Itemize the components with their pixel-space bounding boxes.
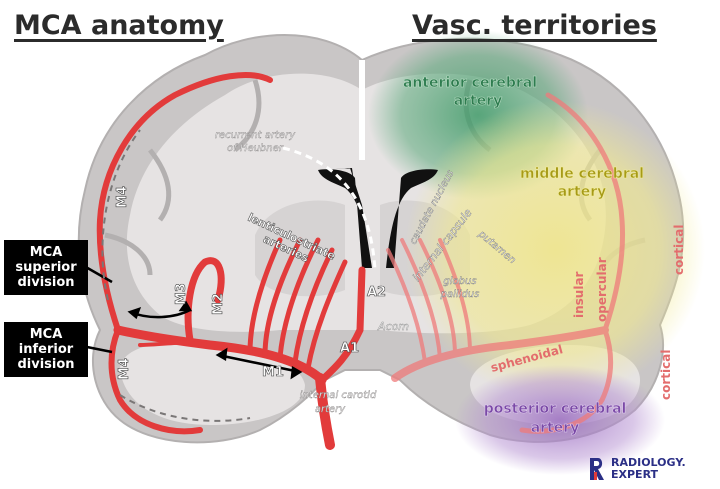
label-aca-line2: artery [454,93,503,109]
m1-arrowhead-left [215,347,228,362]
lenticulostriate-4 [292,247,335,365]
m4-superior-guide [101,129,141,301]
mca-territory [405,100,705,400]
segment-arrows [127,300,303,380]
label-m4-lower: M4 [117,358,132,380]
lenticulostriate-1 [247,237,283,355]
label-globus-line2: pallidus [440,289,480,300]
label-m3: M3 [174,283,189,305]
left-lateral-ventricle-body [318,169,370,268]
callout-mca-superior-division: MCA superior division [4,240,88,295]
label-pca-line1: posterior cerebral [484,401,627,417]
label-opercular: opercular [595,257,609,322]
callout-mca-inferior-division: MCA inferior division [4,322,88,377]
label-cortical-upper: cortical [672,225,686,275]
label-mca-line1: middle cerebral [520,166,644,182]
label-insular: insular [572,271,586,318]
logo-line-2: EXPERT [611,468,659,481]
label-aca-line1: anterior cerebral [403,75,537,91]
title-mca-anatomy: MCA anatomy [14,10,224,41]
title-vascular-territories: Vasc. territories [412,10,657,41]
m1-arrowhead-right [290,365,303,380]
label-cortical-lower: cortical [659,350,673,400]
label-m1: M1 [262,365,284,380]
lenticulostriate-3 [277,237,321,361]
m1-arrow-line [217,353,301,374]
label-acom: Acom [377,320,409,333]
logo-r-icon [590,458,604,480]
lenticulostriate-2 [262,237,303,358]
label-ica-line2: artery [315,404,346,415]
label-a1: A1 [340,341,359,356]
label-mca-line2: artery [558,184,607,200]
radiology-expert-logo: RADIOLOGY. EXPERT [588,456,686,482]
m4-inferior-guide [119,394,251,422]
gyrus-fold [233,79,262,152]
label-ica-line1: internal carotid [300,390,377,401]
label-m2: M2 [211,293,226,315]
gyrus-fold [148,148,172,222]
label-recurrent-artery-line2: of Heubner [227,143,284,154]
recurrent-artery-path [282,146,377,271]
pca-territory [455,365,665,475]
label-m4-upper: M4 [115,186,130,208]
label-globus-line1: globus [443,276,476,287]
a1-segment [318,266,366,384]
lenticulostriate-5 [305,259,348,371]
m3-inferior [138,340,207,347]
label-a2: A2 [367,285,386,300]
m4-inferior-cortical [108,327,203,435]
label-pca-line2: artery [531,420,580,436]
m3-arrowhead [127,306,142,320]
right-hemisphere-arteries [386,92,626,434]
logo-wordmark: RADIOLOGY. EXPERT [611,457,686,481]
m2-superior [184,257,225,344]
gyrus-fold [104,232,153,276]
label-recurrent-artery-line1: recurrent artery [215,130,296,141]
logo-line-1: RADIOLOGY. [611,456,686,469]
m1-segment [113,325,327,385]
m3-arrowhead-end [178,300,193,312]
